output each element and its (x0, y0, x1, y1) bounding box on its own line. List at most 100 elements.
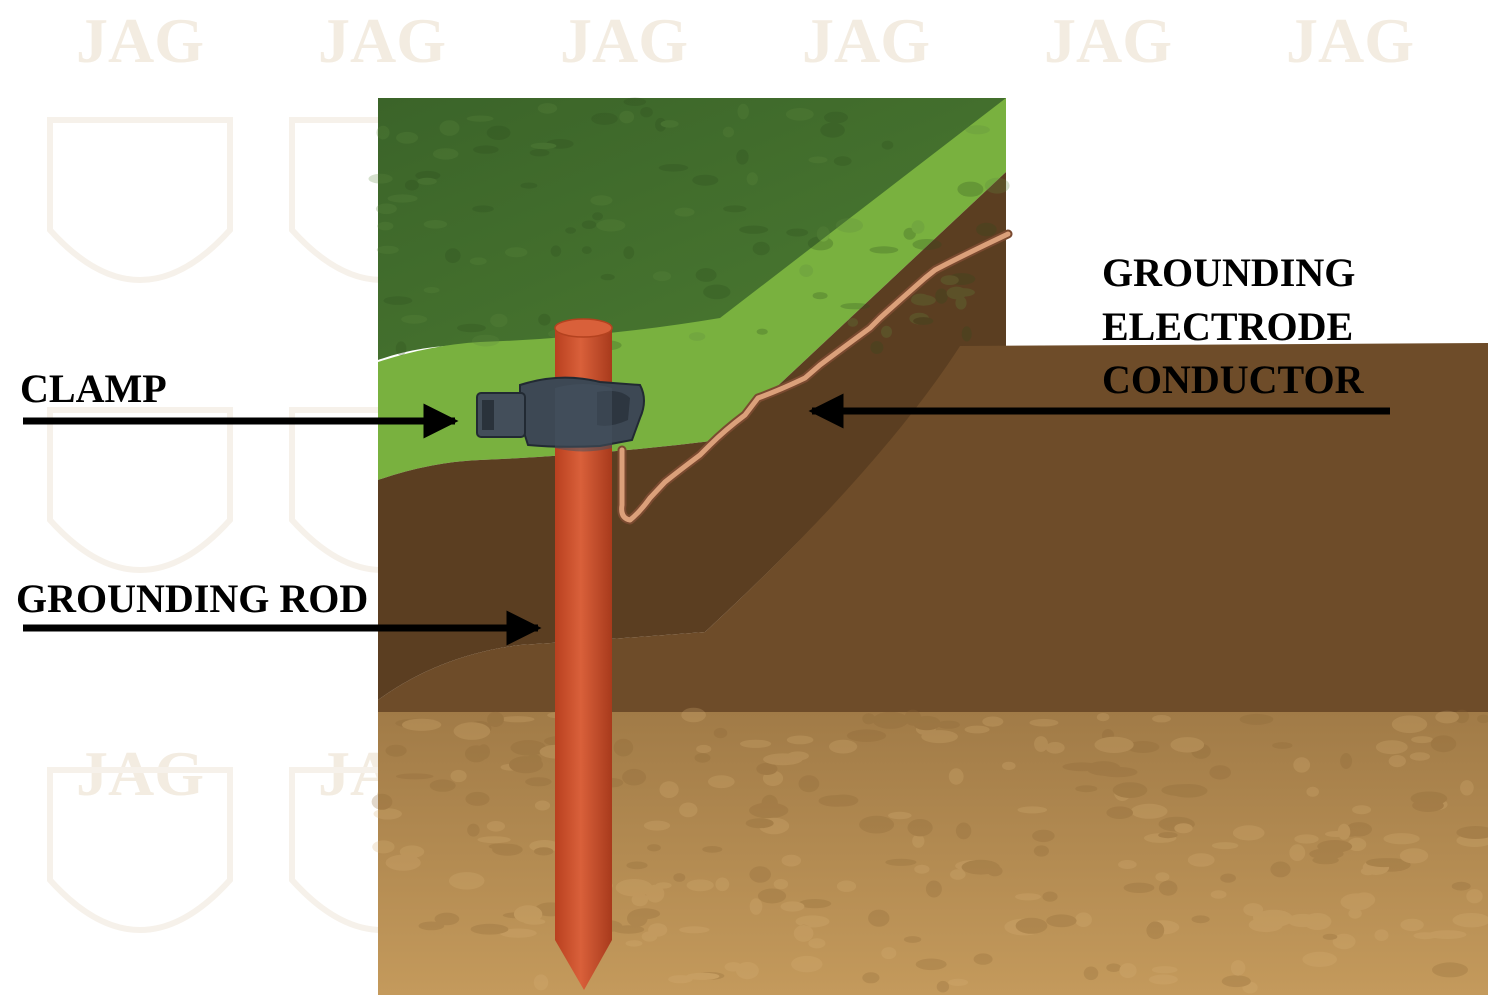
soil-speck (1309, 848, 1344, 860)
soil-speck (1477, 714, 1488, 724)
grass-speck (912, 239, 942, 250)
soil-speck (702, 846, 723, 853)
soil-speck (808, 938, 826, 949)
soil-speck (1337, 823, 1351, 840)
soil-speck (1015, 917, 1048, 934)
soil-speck (1255, 909, 1293, 928)
grass-speck (976, 222, 997, 237)
soil-speck (372, 840, 395, 854)
grass-speck (723, 205, 747, 213)
soil-speck (1169, 784, 1208, 798)
soil-speck (1370, 858, 1411, 872)
soil-speck (464, 745, 488, 763)
grounding-rod-label: GROUNDING ROD (16, 576, 368, 621)
grass-speck (623, 246, 635, 260)
grass-speck (591, 112, 618, 125)
watermark-text: JAG (560, 5, 688, 76)
soil-speck (1174, 823, 1193, 834)
grass-speck (375, 203, 397, 215)
grass-speck (674, 207, 695, 217)
soil-speck (749, 802, 789, 819)
soil-speck (829, 739, 858, 754)
soil-speck (646, 884, 665, 903)
grass-speck (746, 172, 758, 186)
soil-speck (1423, 798, 1448, 811)
watermark-text: JAG (318, 5, 446, 76)
grass-speck (688, 332, 706, 341)
soil-speck (1400, 918, 1424, 932)
grass-speck (490, 313, 508, 328)
soil-speck (961, 859, 1000, 875)
grass-speck (415, 170, 441, 181)
soil-speck (1340, 893, 1373, 911)
grass-speck (756, 328, 768, 335)
soil-speck (745, 818, 774, 829)
soil-speck (668, 975, 693, 984)
grass-speck (383, 296, 413, 305)
soil-speck (477, 744, 490, 760)
soil-speck (488, 843, 513, 850)
soil-speck (453, 722, 491, 740)
soil-speck (1062, 762, 1102, 772)
grass-speck (590, 195, 613, 206)
soil-speck (921, 730, 958, 744)
soil-speck (1017, 806, 1048, 814)
soil-speck (1151, 966, 1178, 974)
soil-speck (1004, 918, 1044, 936)
soil-speck (1119, 963, 1137, 979)
grass-speck (911, 293, 930, 305)
soil-speck (647, 844, 661, 852)
soil-speck (708, 775, 735, 789)
soil-speck (964, 725, 990, 734)
soil-speck (1096, 713, 1110, 722)
soil-speck (987, 865, 1003, 877)
grass-speck (824, 111, 848, 124)
soil-speck (418, 921, 445, 931)
grass-speck (423, 287, 440, 294)
watermark-shield-icon (47, 117, 233, 283)
watermark-text: JAG (802, 5, 930, 76)
soil-speck (429, 779, 456, 792)
soil-speck (1242, 981, 1258, 994)
soil-speck (749, 898, 763, 915)
soil-speck (1248, 917, 1283, 933)
soil-speck (679, 926, 710, 934)
grass-speck (404, 179, 419, 191)
soil-speck (862, 713, 876, 725)
soil-speck (525, 777, 552, 787)
soil-speck (477, 836, 511, 844)
grass-speck (739, 225, 769, 234)
grass-speck (546, 139, 574, 149)
soil-speck (1344, 829, 1358, 837)
grass-speck (520, 182, 538, 189)
soil-speck (1029, 718, 1059, 727)
grass-speck (581, 220, 597, 229)
soil-speck (533, 847, 554, 856)
soil-speck (1210, 890, 1227, 899)
soil-speck (1112, 782, 1148, 798)
soil-speck (630, 908, 661, 920)
grass-speck (600, 273, 615, 281)
grass-speck (457, 323, 486, 333)
soil-speck (1158, 832, 1178, 839)
soil-speck (1322, 933, 1338, 940)
soil-speck (1332, 933, 1356, 950)
watermark-shield-icon (47, 767, 233, 933)
grass-speck (466, 115, 494, 122)
grass-speck (655, 117, 667, 132)
soil-speck (655, 882, 672, 889)
soil-speck (1306, 786, 1319, 797)
soil-speck (846, 729, 887, 742)
soil-speck (612, 925, 645, 934)
soil-speck (1034, 736, 1048, 752)
soil-speck (1045, 742, 1065, 754)
soil-speck (793, 925, 814, 942)
soil-speck (1346, 822, 1372, 837)
soil-speck (950, 869, 966, 880)
soil-speck (736, 962, 759, 980)
soil-speck (1399, 848, 1429, 864)
grass-speck (947, 273, 976, 285)
soil-speck (500, 716, 535, 723)
soil-speck (1452, 913, 1488, 928)
grass-speck (955, 296, 967, 310)
